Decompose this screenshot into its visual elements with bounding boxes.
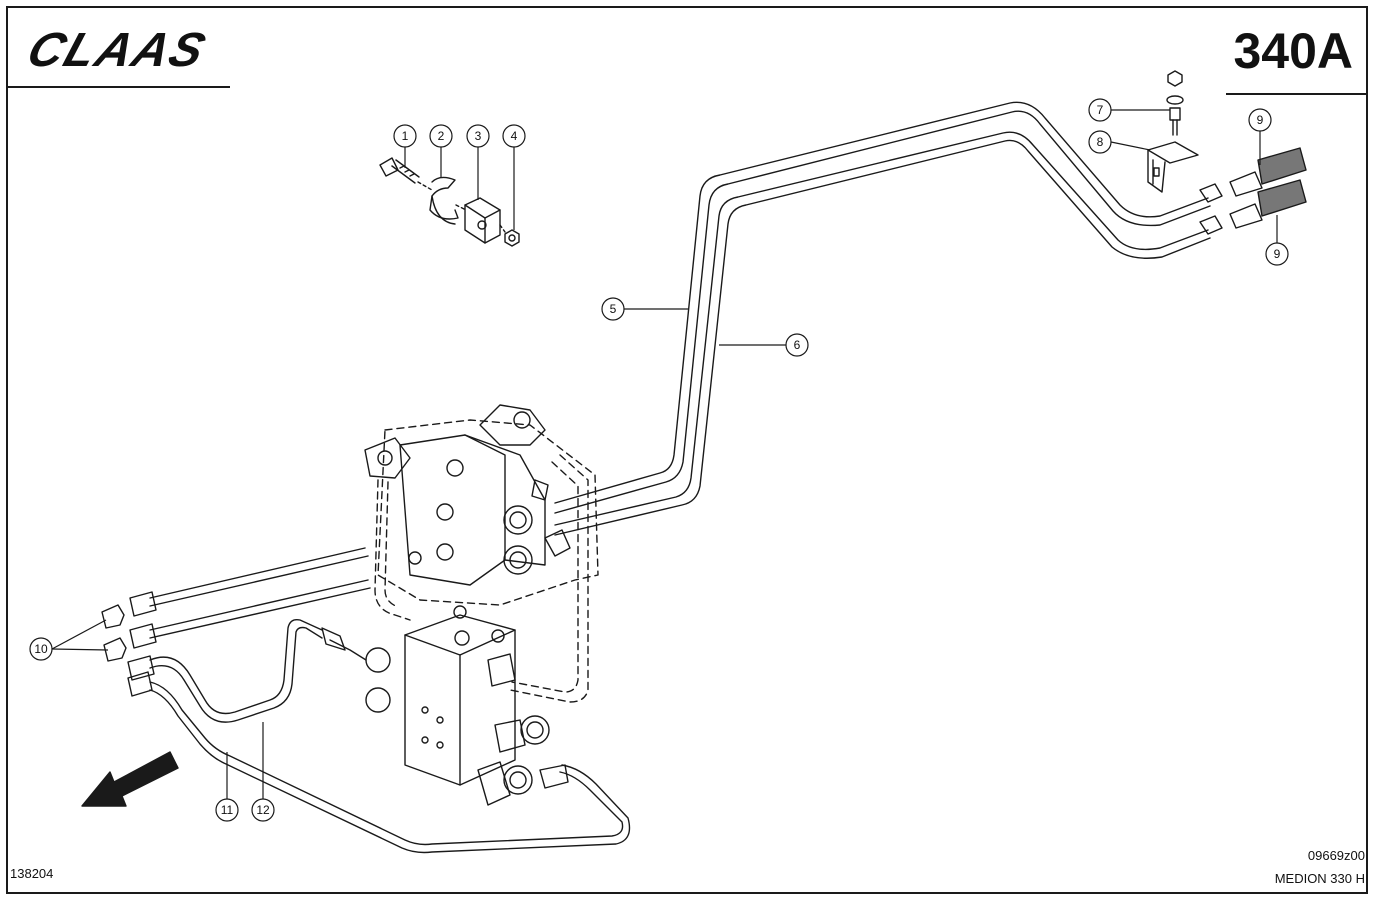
part-8-bracket: [1147, 141, 1199, 193]
fittings-10: [101, 591, 157, 697]
part-1-screw: [379, 157, 420, 184]
callout-5: 5: [601, 297, 688, 321]
callout-2: 2: [429, 124, 453, 178]
callout-10: 10: [29, 619, 109, 661]
callout-9-bottom: 9: [1265, 215, 1289, 266]
control-valve-upper: [364, 404, 599, 606]
pipe-5: [554, 101, 1211, 514]
svg-text:1: 1: [402, 129, 409, 143]
svg-text:8: 8: [1097, 135, 1104, 149]
document-number: 138204: [10, 866, 54, 881]
svg-text:3: 3: [475, 129, 482, 143]
callout-11: 11: [215, 752, 239, 822]
callout-4: 4: [502, 124, 526, 230]
pipe-12: [149, 618, 323, 723]
svg-text:12: 12: [256, 803, 270, 817]
callout-7: 7: [1088, 98, 1170, 122]
drawing-number: 09669z00: [1307, 848, 1365, 863]
callout-9-top: 9: [1248, 108, 1272, 165]
pipe-6: [554, 131, 1211, 536]
svg-text:4: 4: [511, 129, 518, 143]
svg-text:10: 10: [34, 642, 48, 656]
page-code-rule: [1226, 93, 1368, 95]
svg-text:9: 9: [1257, 113, 1264, 127]
callout-6: 6: [719, 333, 809, 357]
callout-12: 12: [251, 722, 275, 822]
page-code: 340A: [1233, 23, 1353, 79]
brand-rule: [6, 86, 230, 88]
svg-text:11: 11: [221, 803, 234, 817]
svg-text:6: 6: [794, 338, 801, 352]
svg-text:5: 5: [610, 302, 617, 316]
brand-logo-text: CLAAS: [22, 24, 214, 74]
drawing-frame: [6, 6, 1368, 894]
model-name: MEDION 330 H: [1274, 871, 1365, 886]
part-4-nut: [504, 229, 520, 247]
callout-8: 8: [1088, 130, 1151, 154]
direction-arrow: [81, 751, 179, 807]
pipe-lower-left: [149, 547, 371, 639]
part-7-bolt-set: [1166, 70, 1184, 136]
control-valve-lower: [321, 605, 569, 806]
valve-connections: [374, 454, 589, 703]
callout-3: 3: [466, 124, 490, 200]
svg-text:2: 2: [438, 129, 445, 143]
pipe-11: [149, 681, 631, 854]
svg-text:9: 9: [1274, 247, 1281, 261]
part-2-clamp-half: [429, 176, 459, 225]
brand-logo: CLAAS: [22, 24, 214, 74]
part-3-clamp-block: [464, 197, 501, 244]
svg-text:7: 7: [1097, 103, 1104, 117]
assembly-axis-1-4: [417, 181, 506, 233]
part-9-hoses: [1199, 147, 1307, 235]
callout-1: 1: [393, 124, 417, 168]
